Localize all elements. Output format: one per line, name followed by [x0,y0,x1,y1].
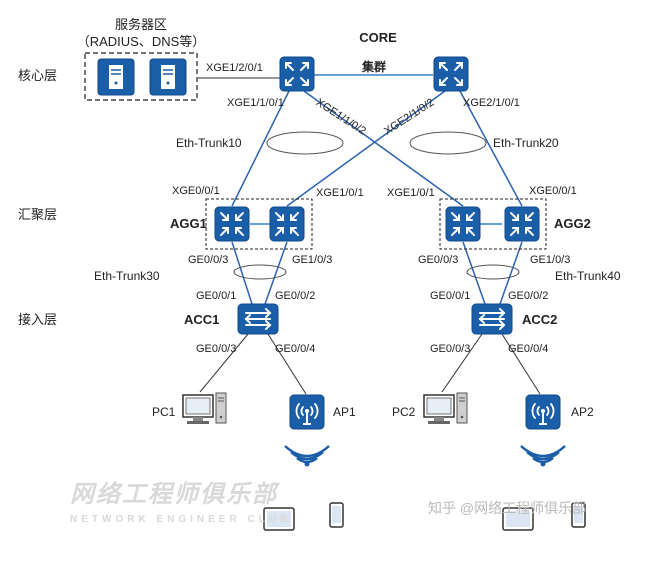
agg1-switch-b-icon[interactable] [269,206,305,242]
port-agg1-up1: XGE0/0/1 [172,185,220,197]
watermark: 网络工程师俱乐部 NETWORK ENGINEER CLUB 知乎 @网络工程师… [70,481,586,525]
port-core-left-down2: XGE1/1/0/2 [314,96,368,137]
phone-icon [329,502,344,528]
link-agg2b-acc2 [499,241,523,305]
link-acc1-ap1 [267,333,307,395]
acc2-label: ACC2 [522,312,557,327]
core-left-router-icon[interactable] [279,56,315,92]
layer-core-label: 核心层 [18,68,57,83]
port-agg2-up2: XGE0/0/1 [529,185,577,197]
agg2-switch-b-icon[interactable] [504,206,540,242]
port-acc1-down1: GE0/0/3 [196,343,236,355]
agg-group: AGG1 AGG2 [170,198,591,250]
trunk-ellipses [233,131,520,280]
port-agg1-down1: GE0/0/3 [188,254,228,266]
ap2-wireless-icon [519,444,567,468]
ap1-label: AP1 [333,405,356,419]
watermark-main: 网络工程师俱乐部 [70,481,280,508]
agg1-switch-a-icon[interactable] [214,206,250,242]
server-zone-subtitle: （RADIUS、DNS等） [77,34,206,49]
trunk20-label: Eth-Trunk20 [493,136,559,150]
pc1-icon[interactable] [182,392,227,425]
link-acc2-ap2 [501,333,541,395]
link-acc2-pc2 [441,333,483,393]
layer-access-label: 接入层 [18,312,57,327]
acc1-switch-icon[interactable] [237,303,279,335]
trunk10-label: Eth-Trunk10 [176,136,242,150]
dns-server-icon[interactable] [149,58,187,96]
links [198,74,541,395]
radius-server-icon[interactable] [97,58,135,96]
trunk40-label: Eth-Trunk40 [555,269,621,283]
pc1-label: PC1 [152,405,176,419]
core-right-router-icon[interactable] [433,56,469,92]
trunk30-ellipse [233,264,287,280]
server-zone-box [84,52,198,101]
agg2-switch-a-icon[interactable] [445,206,481,242]
port-agg1-up2: XGE1/0/1 [316,187,364,199]
tablet-icon [263,507,295,531]
link-agg2a-acc2 [462,241,486,305]
phone-icon-2 [571,502,586,528]
port-acc2-up1: GE0/0/1 [430,290,470,302]
link-coreL-agg2a [303,90,464,207]
tablet-icon-2 [502,507,534,531]
layer-labels: 核心层 汇聚层 接入层 [18,68,57,327]
link-agg1b-acc1 [264,241,288,305]
link-agg1a-acc1 [231,241,253,305]
port-acc2-down1: GE0/0/3 [430,343,470,355]
pc2-icon[interactable] [423,392,468,425]
port-acc1-up2: GE0/0/2 [275,290,315,302]
agg1-stack-box [205,198,313,250]
agg1-label: AGG1 [170,216,207,231]
port-core-right-down2: XGE2/1/0/1 [463,97,520,109]
ap1-wireless-icon [283,444,331,468]
port-acc1-up1: GE0/0/1 [196,290,236,302]
access-group: ACC1 ACC2 [184,303,557,335]
watermark-credit: 知乎 @网络工程师俱乐部 [428,500,586,516]
core-title: CORE [359,30,397,45]
wireless-clients [263,502,586,531]
pc2-label: PC2 [392,405,416,419]
core-cluster-label: 集群 [361,59,386,74]
trunk10-ellipse [266,131,344,155]
endpoints: PC1 PC2 AP1 AP2 [152,392,594,468]
port-agg2-down1: GE0/0/3 [418,254,458,266]
trunk-labels: Eth-Trunk10 Eth-Trunk20 Eth-Trunk30 Eth-… [94,136,621,283]
port-agg2-down2: GE1/0/3 [530,254,570,266]
agg2-label: AGG2 [554,216,591,231]
port-acc1-down2: GE0/0/4 [275,343,315,355]
link-acc1-pc1 [199,333,249,393]
port-acc2-down2: GE0/0/4 [508,343,548,355]
core-group: CORE 集群 [279,30,469,92]
port-acc2-up2: GE0/0/2 [508,290,548,302]
ap2-label: AP2 [571,405,594,419]
trunk40-ellipse [466,264,520,280]
port-core-right-down1: XGE2/1/0/2 [382,96,436,137]
port-core-left-to-server: XGE1/2/0/1 [206,62,263,74]
server-zone-title: 服务器区 [115,17,167,32]
acc2-switch-icon[interactable] [471,303,513,335]
link-coreR-agg1b [286,90,446,207]
link-coreL-agg1a [231,90,290,207]
ap2-icon[interactable] [525,394,561,430]
ap1-icon[interactable] [289,394,325,430]
watermark-sub: NETWORK ENGINEER CLUB [70,514,291,525]
acc1-label: ACC1 [184,312,219,327]
layer-aggregation-label: 汇聚层 [18,207,57,222]
server-zone: 服务器区 （RADIUS、DNS等） [77,17,206,101]
port-core-left-down1: XGE1/1/0/1 [227,97,284,109]
port-agg2-up1: XGE1/0/1 [387,187,435,199]
link-coreR-agg2b [459,90,523,207]
agg2-stack-box [439,198,547,250]
port-agg1-down2: GE1/0/3 [292,254,332,266]
trunk30-label: Eth-Trunk30 [94,269,160,283]
trunk20-ellipse [409,131,487,155]
